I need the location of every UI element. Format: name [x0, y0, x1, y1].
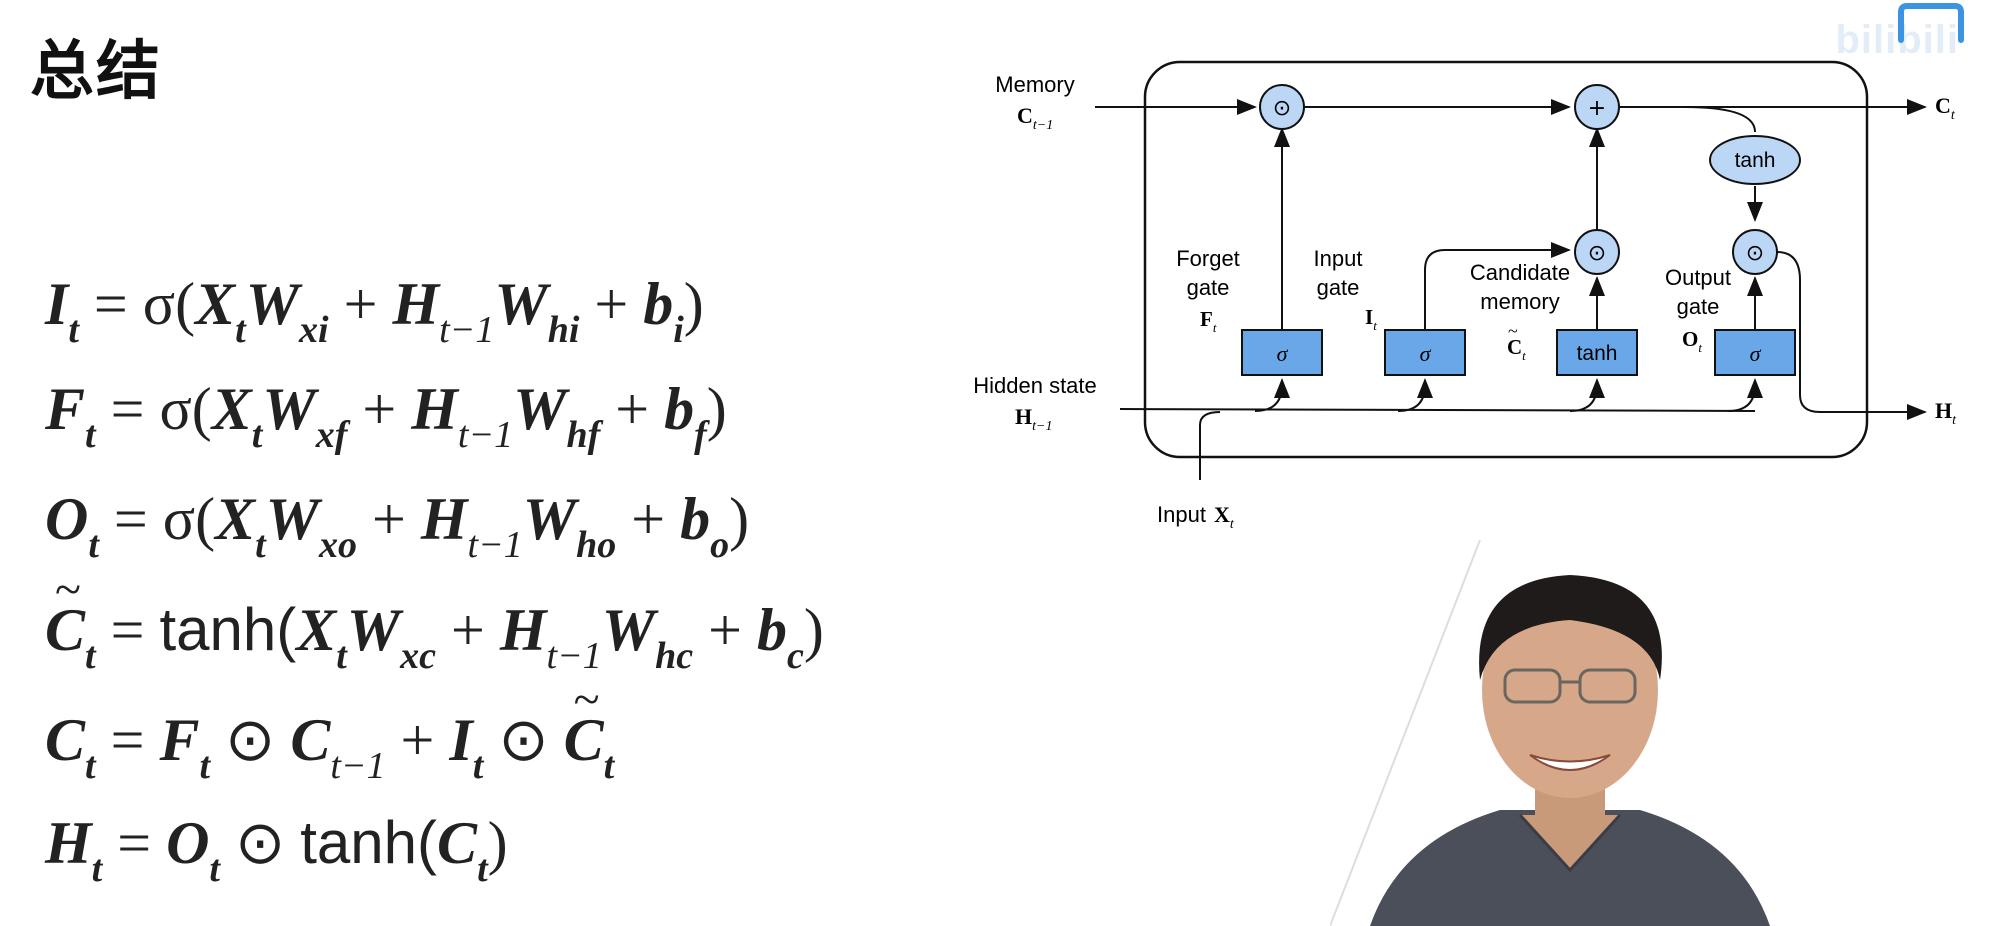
divider-line: [1330, 540, 1481, 926]
output-gate-box: [1714, 329, 1796, 376]
output-gate-label-2: gate: [1677, 294, 1720, 319]
equation-candidate-memory: Ct = tanh(XtWxc + Ht−1Whc + bc): [45, 562, 824, 678]
cell-tanh-node: [1709, 135, 1801, 185]
presenter-face: [1482, 582, 1658, 798]
memory-add-node: [1574, 84, 1620, 130]
output-multiply-node: [1732, 229, 1778, 275]
forget-gate-label-2: gate: [1187, 275, 1230, 300]
bilibili-watermark: bilibili: [1835, 18, 1959, 62]
forget-gate-sigma: σ: [1277, 341, 1289, 366]
memory-add-symbol: +: [1588, 96, 1606, 121]
equation-output-gate: Ot = σ(XtWxo + Ht−1Who + bo): [45, 486, 750, 566]
input-gate-line: [1424, 242, 1571, 330]
equation-memory-cell: Ct = Ft ⊙ Ct−1 + It ⊙ Ct: [45, 672, 614, 788]
presenter-mouth: [1529, 754, 1611, 771]
lstm-cell-border: [1143, 60, 1869, 459]
candidate-label-1: Candidate: [1470, 260, 1570, 285]
equation-input-gate: It = σ(XtWxi + Ht−1Whi + bi): [45, 271, 704, 351]
output-gate-label-1: Output: [1665, 265, 1731, 290]
hidden-to-output: [1727, 378, 1763, 412]
candidate-tilde: ~: [1508, 321, 1518, 341]
equation-hidden-state: Ht = Ot ⊙ tanh(Ct): [45, 809, 508, 890]
page-title: 总结: [30, 35, 162, 109]
input-gate-label-2: gate: [1317, 275, 1360, 300]
forget-multiply-symbol: ⊙: [1273, 96, 1291, 121]
equation-forget-gate: Ft = σ(XtWxf + Ht−1Whf + bf): [45, 376, 727, 456]
memory-label: Memory: [995, 72, 1074, 97]
glasses-right-icon: [1578, 668, 1637, 704]
hidden-to-forget: [1254, 378, 1290, 412]
candidate-symbol: Ct: [1507, 335, 1526, 363]
cell-tanh-label: tanh: [1735, 149, 1776, 172]
input-gate-box: [1384, 329, 1466, 376]
candidate-tanh-label: tanh: [1577, 342, 1618, 365]
presenter-neck: [1518, 813, 1622, 873]
forget-gate-symbol: Ft: [1200, 307, 1217, 335]
hidden-in-line: [1119, 408, 1756, 412]
forget-gate-label-1: Forget: [1176, 246, 1240, 271]
candidate-label-2: memory: [1480, 289, 1559, 314]
tv-logo-icon: [1898, 2, 1964, 43]
input-gate-label-1: Input: [1314, 246, 1363, 271]
candidate-multiply-node: [1574, 229, 1620, 275]
forget-gate-box: [1241, 329, 1323, 376]
presenter-video: [1330, 540, 1770, 926]
input-gate-sigma: σ: [1420, 341, 1432, 366]
candidate-multiply-symbol: ⊙: [1588, 241, 1606, 266]
memory-out-symbol: Ct: [1935, 93, 1956, 123]
output-multiply-symbol: ⊙: [1746, 241, 1764, 266]
hidden-state-label: Hidden state: [973, 373, 1097, 398]
tanh-branch-line: [1684, 106, 1756, 133]
output-gate-sigma: σ: [1750, 341, 1762, 366]
forget-multiply-node: [1259, 84, 1305, 130]
input-x-line: [1199, 411, 1221, 480]
hidden-out-symbol: Ht: [1935, 398, 1957, 428]
output-gate-symbol: Ot: [1682, 327, 1702, 355]
lstm-diagram: σ σ tanh σ tanh ⊙ + ⊙ ⊙ Memory Ct−1 Ct H…: [973, 60, 1957, 532]
hidden-state-symbol: Ht−1: [1015, 404, 1052, 434]
glasses-left-icon: [1503, 668, 1562, 704]
hidden-out-line: [1776, 251, 1927, 420]
hidden-to-input: [1397, 378, 1433, 412]
hidden-to-candidate: [1569, 378, 1605, 412]
input-gate-symbol: It: [1365, 305, 1377, 333]
presenter-hair: [1479, 575, 1662, 680]
memory-symbol: Ct−1: [1017, 103, 1053, 133]
candidate-tanh-box: [1556, 329, 1638, 376]
